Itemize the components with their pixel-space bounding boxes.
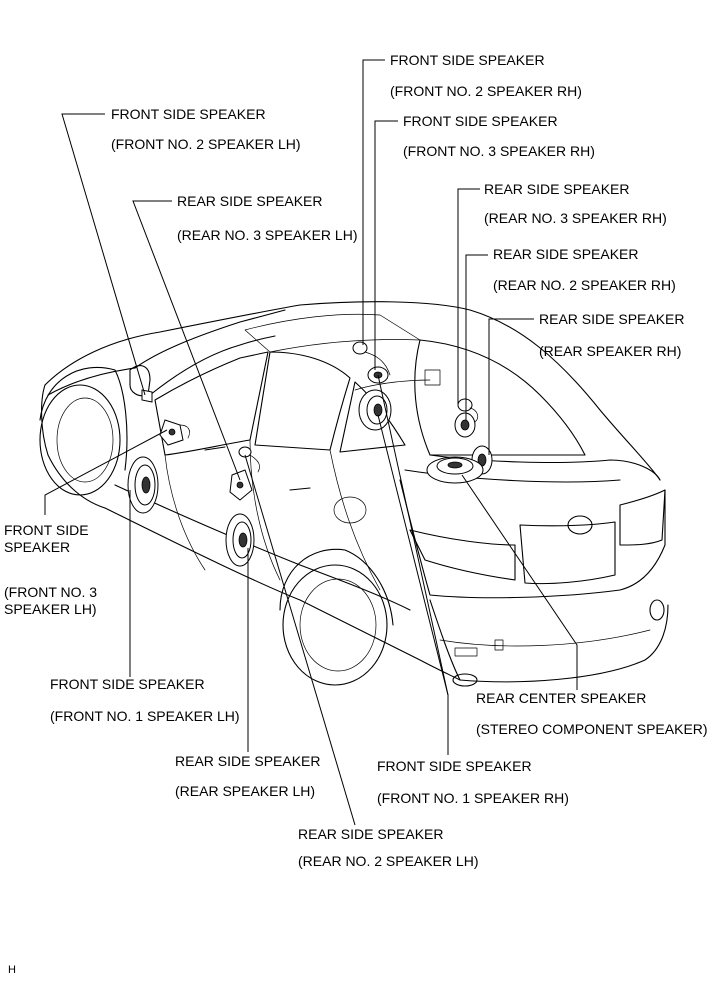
speaker-front-no1-rh <box>358 389 392 431</box>
label-front-no2-lh-name: FRONT SIDE SPEAKER <box>111 106 266 122</box>
label-front-no2-rh-name: FRONT SIDE SPEAKER <box>390 52 545 68</box>
figure-code: H <box>8 964 16 976</box>
label-front-no1-rh-name: FRONT SIDE SPEAKER <box>377 758 532 774</box>
label-rear-lh-sub: (REAR SPEAKER LH) <box>175 783 316 799</box>
label-rear-no3-lh-name: REAR SIDE SPEAKER <box>177 193 323 209</box>
leader-rear-no3-rh <box>457 188 480 405</box>
label-rear-center-sub: (STEREO COMPONENT SPEAKER) <box>476 721 708 737</box>
label-front-no3-lh-name-2: SPEAKER <box>4 539 71 555</box>
speaker-rear-no3-lh <box>229 469 253 501</box>
label-rear-rh-name: REAR SIDE SPEAKER <box>539 311 685 327</box>
leader-front-no3-lh <box>44 429 168 515</box>
label-front-no3-lh-sub-2: SPEAKER LH) <box>4 601 97 617</box>
label-front-no2-lh-sub: (FRONT NO. 2 SPEAKER LH) <box>111 136 301 152</box>
speaker-front-no1-lh <box>127 456 159 514</box>
speaker-rear-center <box>426 456 484 484</box>
speaker-rear-lh <box>225 513 255 567</box>
leader-lines <box>44 59 578 826</box>
label-rear-lh-name: REAR SIDE SPEAKER <box>175 753 321 769</box>
leader-rear-no2-rh <box>465 254 488 420</box>
label-front-no3-lh-name-1: FRONT SIDE <box>4 522 89 538</box>
leader-rear-center <box>461 474 578 690</box>
label-rear-no2-lh-name: REAR SIDE SPEAKER <box>298 826 444 842</box>
leader-rear-no2-lh <box>244 454 356 826</box>
label-front-no3-rh-sub: (FRONT NO. 3 SPEAKER RH) <box>403 143 595 159</box>
label-rear-no2-rh-sub: (REAR NO. 2 SPEAKER RH) <box>493 277 676 293</box>
label-rear-no2-lh-sub: (REAR NO. 2 SPEAKER LH) <box>298 853 479 869</box>
label-front-no1-lh-sub: (FRONT NO. 1 SPEAKER LH) <box>50 708 240 724</box>
label-front-no3-lh-sub-1: (FRONT NO. 3 <box>4 584 98 600</box>
leader-rear-no3-lh <box>132 200 241 481</box>
speaker-front-no2-lh <box>141 389 153 403</box>
leader-front-no2-lh <box>61 113 146 396</box>
label-front-no2-rh-sub: (FRONT NO. 2 SPEAKER RH) <box>390 83 582 99</box>
leader-front-no2-rh <box>362 59 385 345</box>
speaker-rear-no2-lh <box>238 446 260 473</box>
label-rear-no3-rh-sub: (REAR NO. 3 SPEAKER RH) <box>484 210 667 226</box>
speaker-front-no3-lh <box>159 419 190 446</box>
label-rear-no3-lh-sub: (REAR NO. 3 SPEAKER LH) <box>177 227 358 243</box>
label-rear-no3-rh-name: REAR SIDE SPEAKER <box>484 181 630 197</box>
label-front-no1-lh-name: FRONT SIDE SPEAKER <box>50 676 205 692</box>
leader-rear-rh <box>488 318 534 455</box>
leader-front-no3-rh <box>374 120 398 370</box>
label-front-no3-rh-name: FRONT SIDE SPEAKER <box>403 113 558 129</box>
label-rear-center-name: REAR CENTER SPEAKER <box>476 690 647 706</box>
label-front-no1-rh-sub: (FRONT NO. 1 SPEAKER RH) <box>377 790 569 806</box>
label-rear-rh-sub: (REAR SPEAKER RH) <box>539 343 682 359</box>
label-rear-no2-rh-name: REAR SIDE SPEAKER <box>493 246 639 262</box>
speaker-rear-no2-rh <box>454 412 476 438</box>
